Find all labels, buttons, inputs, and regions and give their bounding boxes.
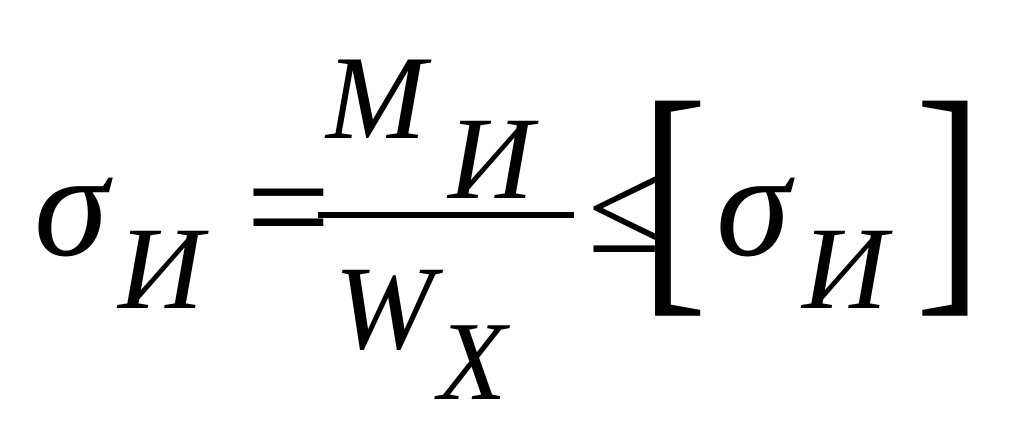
numerator-subscript: И bbox=[448, 93, 534, 224]
less-than-or-equal-sign: ≤ bbox=[588, 134, 661, 281]
right-sigma-subscript: И bbox=[802, 203, 888, 334]
fraction-bar bbox=[318, 212, 574, 218]
left-sigma-subscript: И bbox=[118, 203, 204, 334]
left-square-bracket: [ bbox=[640, 50, 708, 338]
numerator-symbol: M bbox=[326, 31, 426, 164]
equals-sign: = bbox=[246, 124, 331, 290]
denominator-subscript: X bbox=[438, 300, 507, 424]
denominator-symbol: W bbox=[334, 241, 434, 374]
right-sigma-symbol: σ bbox=[716, 122, 790, 288]
right-square-bracket: ] bbox=[915, 50, 983, 338]
left-sigma-symbol: σ bbox=[34, 122, 108, 288]
